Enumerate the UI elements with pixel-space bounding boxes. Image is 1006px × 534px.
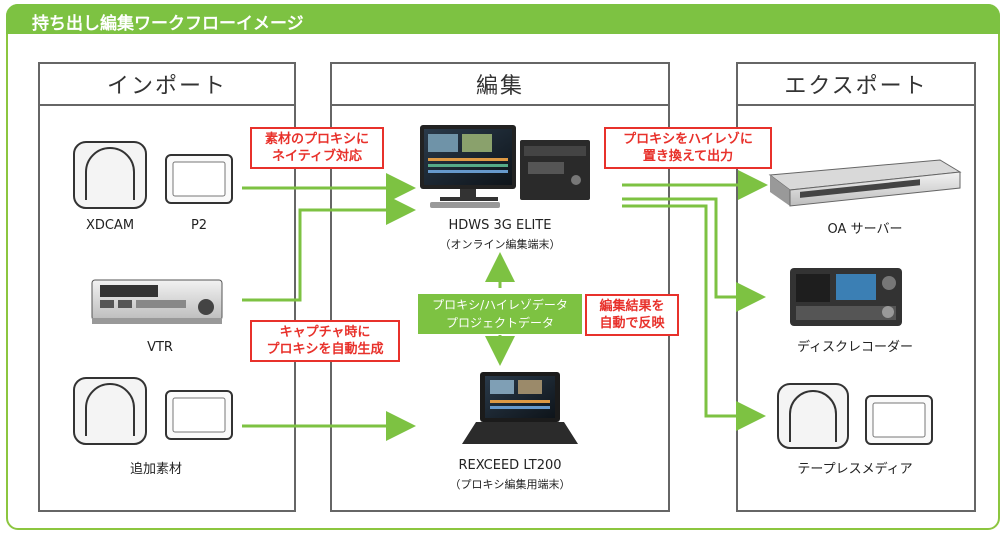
import-header: インポート	[40, 64, 294, 106]
data-transfer-line1: プロキシ/ハイレゾデータ	[432, 298, 568, 312]
callout-reflect-line1: 編集結果を	[599, 299, 665, 314]
hdws-subtitle: （オンライン編集端末）	[439, 238, 561, 251]
additional-disc-icon	[73, 377, 147, 445]
callout-capture-line2: プロキシを自動生成	[266, 342, 384, 357]
flow-arrows	[242, 170, 768, 441]
callout-reflect: 編集結果を 自動で反映	[585, 294, 679, 336]
data-transfer-box: プロキシ/ハイレゾデータ プロジェクトデータ	[418, 294, 582, 334]
export-column: エクスポート	[736, 62, 976, 512]
additional-card-icon	[165, 390, 233, 440]
callout-replace-line2: 置き換えて出力	[642, 149, 734, 164]
disc-recorder-label: ディスクレコーダー	[796, 340, 914, 355]
oa-server-icon	[768, 159, 962, 207]
tapeless-label: テープレスメディア	[797, 462, 913, 477]
rexceed-laptop-icon	[462, 372, 578, 444]
arrow-to-disc-recorder	[622, 197, 766, 312]
callout-proxy-native: 素材のプロキシに ネイティブ対応	[250, 127, 384, 169]
data-transfer-line2: プロジェクトデータ	[445, 316, 554, 330]
hdws-name: HDWS 3G ELITE	[448, 218, 552, 233]
callout-reflect-line2: 自動で反映	[599, 316, 665, 331]
tapeless-disc-icon	[777, 383, 849, 449]
additional-label: 追加素材	[129, 462, 182, 477]
arrow-to-tapeless	[622, 204, 766, 431]
title-bar: 持ち出し編集ワークフローイメージ	[6, 4, 1000, 34]
callout-proxy-native-line1: 素材のプロキシに	[264, 132, 369, 147]
p2-card-icon	[165, 154, 233, 204]
rexceed-subtitle: （プロキシ編集用端末）	[449, 478, 571, 491]
callout-capture: キャプチャ時に プロキシを自動生成	[250, 320, 400, 362]
disc-recorder-icon	[790, 268, 902, 326]
p2-label: P2	[190, 218, 208, 233]
callout-replace: プロキシをハイレゾに 置き換えて出力	[604, 127, 772, 169]
vtr-label: VTR	[147, 340, 173, 355]
diagram-title: 持ち出し編集ワークフローイメージ	[32, 14, 304, 34]
callout-replace-line1: プロキシをハイレゾに	[623, 132, 753, 147]
callout-proxy-native-line2: ネイティブ対応	[272, 149, 362, 164]
hdws-workstation-icon	[420, 125, 590, 208]
oa-server-label: OA サーバー	[827, 222, 903, 237]
edit-header: 編集	[332, 64, 668, 106]
arrow-vtr-to-hdws	[242, 195, 416, 302]
vtr-deck-icon	[91, 279, 223, 324]
export-header: エクスポート	[738, 64, 974, 106]
xdcam-disc-icon	[73, 141, 147, 209]
tapeless-card-icon	[865, 395, 933, 445]
xdcam-label: XDCAM	[85, 218, 135, 233]
rexceed-name: REXCEED LT200	[458, 458, 562, 473]
callout-capture-line1: キャプチャ時に	[279, 325, 371, 340]
